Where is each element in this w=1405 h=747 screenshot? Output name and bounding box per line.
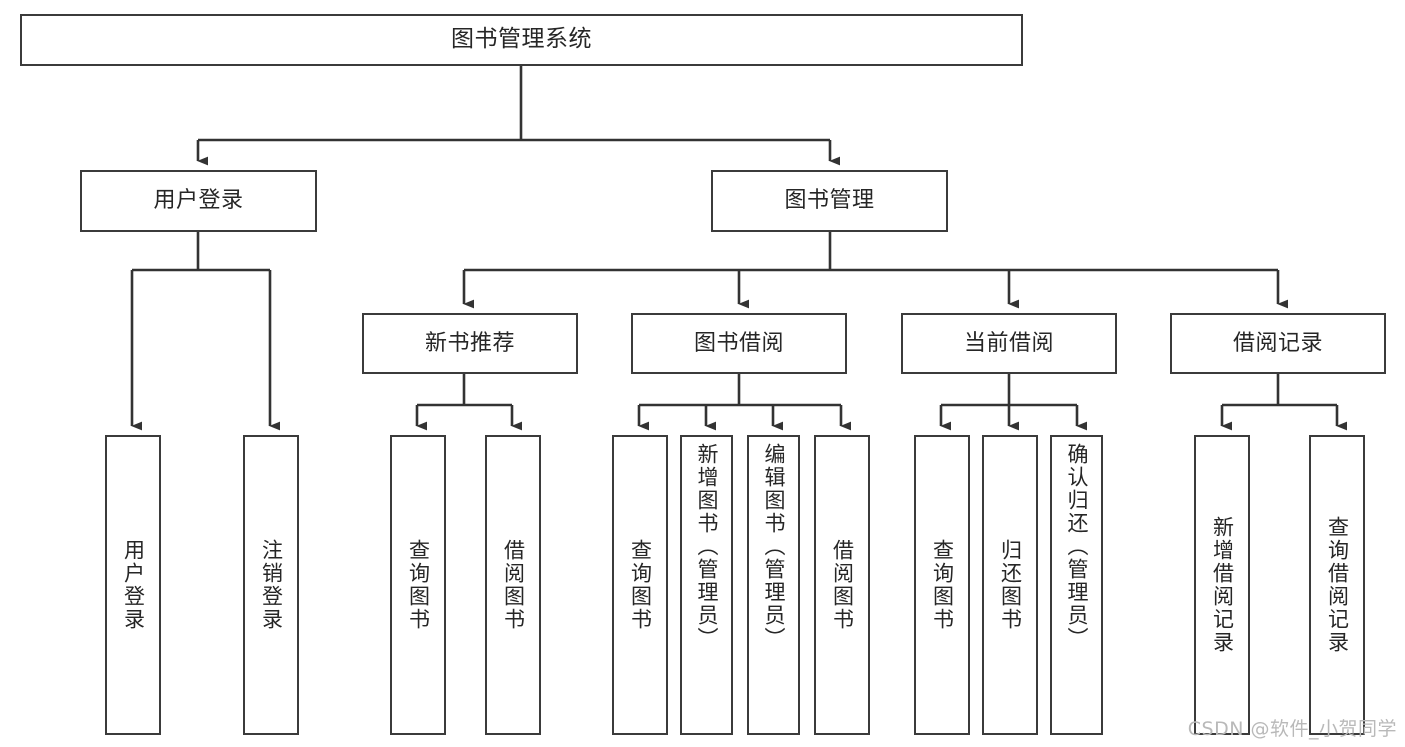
node-leaf-confirm-return-admin[interactable]: 确认归还（管理员） <box>1050 435 1103 735</box>
node-label: 查询图书 <box>628 539 653 631</box>
node-label: 新书推荐 <box>424 330 515 356</box>
node-book-borrow[interactable]: 图书借阅 <box>631 313 847 374</box>
node-label: 图书借阅 <box>693 330 784 356</box>
node-root-book-management-system[interactable]: 图书管理系统 <box>20 14 1023 66</box>
node-label: 确认归还（管理员） <box>1065 443 1089 650</box>
node-label: 查询图书 <box>930 539 955 631</box>
node-label: 用户登录 <box>121 539 146 631</box>
node-leaf-query-book-borrow[interactable]: 查询图书 <box>612 435 668 735</box>
node-label: 借阅图书 <box>830 539 855 631</box>
node-leaf-edit-book-admin[interactable]: 编辑图书（管理员） <box>747 435 800 735</box>
node-label: 新增借阅记录 <box>1210 516 1235 654</box>
node-label: 图书管理 <box>784 188 875 214</box>
node-leaf-logout[interactable]: 注销登录 <box>243 435 299 735</box>
node-label: 归还图书 <box>998 539 1023 631</box>
node-label: 查询借阅记录 <box>1325 516 1350 654</box>
node-borrow-record[interactable]: 借阅记录 <box>1170 313 1386 374</box>
node-label: 注销登录 <box>259 539 284 631</box>
node-label: 借阅记录 <box>1232 330 1323 356</box>
node-label: 查询图书 <box>406 539 431 631</box>
node-label: 新增图书（管理员） <box>695 443 719 650</box>
node-leaf-add-borrow-record[interactable]: 新增借阅记录 <box>1194 435 1250 735</box>
watermark-text: CSDN @软件_小贺同学 <box>1187 718 1397 740</box>
node-leaf-borrow-book-recommend[interactable]: 借阅图书 <box>485 435 541 735</box>
node-leaf-return-book[interactable]: 归还图书 <box>982 435 1038 735</box>
node-leaf-query-book-current[interactable]: 查询图书 <box>914 435 970 735</box>
node-new-book-recommend[interactable]: 新书推荐 <box>362 313 578 374</box>
node-label: 借阅图书 <box>501 539 526 631</box>
node-current-borrow[interactable]: 当前借阅 <box>901 313 1117 374</box>
node-leaf-borrow-book[interactable]: 借阅图书 <box>814 435 870 735</box>
node-label: 用户登录 <box>153 188 244 214</box>
node-leaf-query-borrow-record[interactable]: 查询借阅记录 <box>1309 435 1365 735</box>
node-leaf-add-book-admin[interactable]: 新增图书（管理员） <box>680 435 733 735</box>
node-leaf-query-book-recommend[interactable]: 查询图书 <box>390 435 446 735</box>
node-label: 编辑图书（管理员） <box>762 443 786 650</box>
node-label: 图书管理系统 <box>451 26 592 53</box>
node-book-management[interactable]: 图书管理 <box>711 170 948 232</box>
node-user-login[interactable]: 用户登录 <box>80 170 317 232</box>
node-label: 当前借阅 <box>963 330 1054 356</box>
node-leaf-user-login[interactable]: 用户登录 <box>105 435 161 735</box>
